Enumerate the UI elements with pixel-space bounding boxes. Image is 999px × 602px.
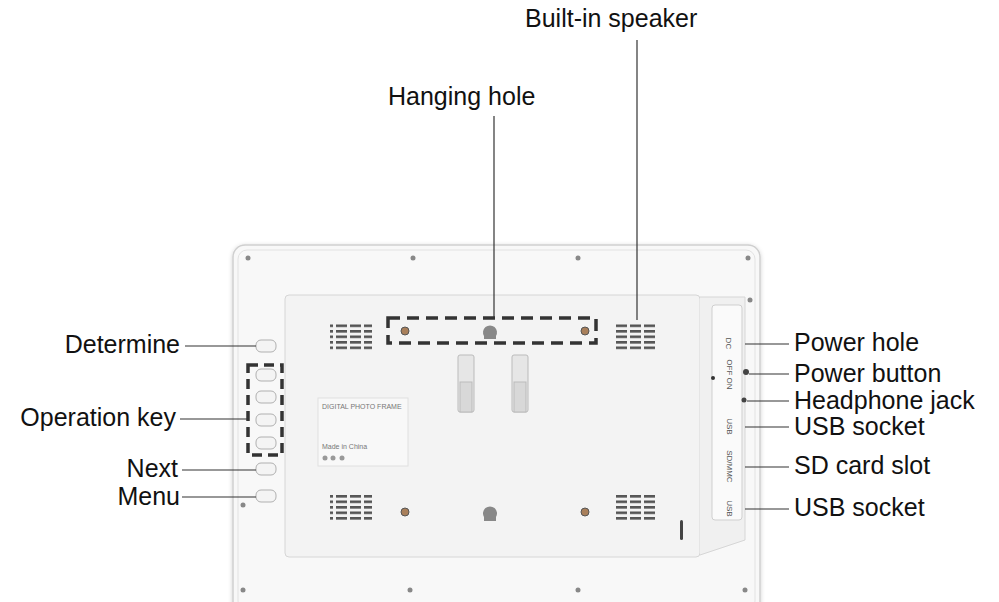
callout-label: SD card slot <box>794 452 930 480</box>
printed-marking: USB <box>724 500 733 516</box>
edge-screws <box>241 256 753 593</box>
callout-label: Next <box>127 455 178 483</box>
callout-label: Power button <box>794 360 941 388</box>
callout-label: Built-in speaker <box>525 5 697 33</box>
callout-label: USB socket <box>794 413 925 441</box>
printed-marking: DC <box>724 337 733 349</box>
callout-label: Headphone jack <box>794 387 975 415</box>
callout-label: Determine <box>65 331 180 359</box>
printed-marking: OFF ON <box>724 359 733 389</box>
printed-marking: DIGITAL PHOTO FRAME <box>322 403 402 411</box>
rating-sticker <box>318 398 408 466</box>
operation-key-bracket <box>248 365 282 455</box>
callout-label: USB socket <box>794 494 925 522</box>
printed-marking: USB <box>724 418 733 434</box>
callout-label: Power hole <box>794 329 919 357</box>
callout-label: Hanging hole <box>388 83 535 111</box>
stand-slots <box>458 355 528 412</box>
callout-label: Menu <box>117 483 180 511</box>
hanging-hole <box>388 318 596 521</box>
printed-marking: SD/MMC <box>724 450 733 482</box>
printed-marking: Made in China <box>322 443 367 451</box>
ports <box>680 369 749 540</box>
leader-lines <box>180 40 789 509</box>
callout-label: Operation key <box>20 404 176 432</box>
frame-body <box>233 245 760 602</box>
